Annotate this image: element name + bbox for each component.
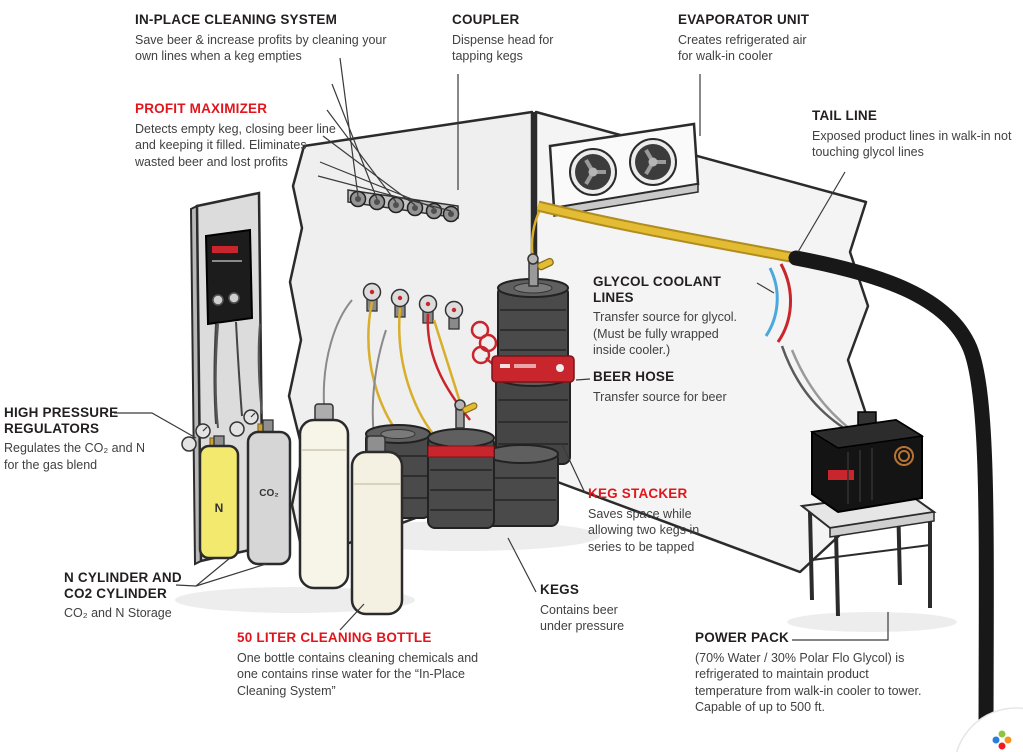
label-desc: Regulates the CO₂ and N for the gas blen… — [4, 441, 146, 472]
coupler-device — [454, 399, 478, 429]
label-glycol-coolant-lines: GLYCOL COOLANT LINES Transfer source for… — [593, 274, 753, 359]
label-title: BEER HOSE — [593, 369, 675, 384]
power-pack — [799, 411, 937, 617]
label-tail-line: TAIL LINE Exposed product lines in walk-… — [812, 108, 1017, 161]
power-pack-unit — [809, 411, 925, 514]
label-title: POWER PACK — [695, 630, 790, 645]
label-50-liter-cleaning-bottle: 50 LITER CLEANING BOTTLE One bottle cont… — [237, 630, 489, 699]
label-keg-stacker: KEG STACKER Saves space while allowing t… — [588, 486, 730, 555]
gas-cylinders: N CO₂ — [181, 403, 404, 616]
label-desc: Transfer source for glycol. (Must be ful… — [593, 310, 738, 358]
cleaning-bottles — [298, 403, 404, 616]
label-desc: Exposed product lines in walk-in not tou… — [812, 128, 1012, 160]
glycol-trunk-line — [536, 200, 863, 440]
label-title: KEGS — [540, 582, 580, 597]
co2-cylinder-label: CO₂ — [259, 488, 278, 499]
brand-logo — [955, 707, 1023, 752]
label-desc: Detects empty keg, closing beer line and… — [135, 121, 336, 169]
label-title: EVAPORATOR UNIT — [678, 12, 810, 27]
label-desc: CO₂ and N Storage — [64, 606, 172, 621]
evaporator-fan-icon — [629, 138, 677, 186]
label-kegs: KEGS Contains beer under pressure — [540, 582, 650, 635]
control-panel — [204, 228, 254, 425]
label-desc: Saves space while allowing two kegs in s… — [588, 506, 700, 554]
label-title: 50 LITER CLEANING BOTTLE — [237, 630, 432, 645]
label-title: COUPLER — [452, 12, 520, 27]
leader-lines — [114, 57, 889, 641]
label-desc: Creates refrigerated air for walk-in coo… — [678, 32, 807, 64]
label-desc: Transfer source for beer — [593, 389, 727, 404]
keg-stacker-device — [491, 355, 575, 383]
label-power-pack: POWER PACK (70% Water / 30% Polar Flo Gl… — [695, 630, 937, 716]
label-desc: One bottle contains cleaning chemicals a… — [237, 650, 479, 698]
label-title: IN-PLACE CLEANING SYSTEM — [135, 12, 338, 27]
insulated-trunk-hose — [788, 250, 994, 752]
label-desc: Save beer & increase profits by cleaning… — [135, 32, 387, 64]
label-title: PROFIT MAXIMIZER — [135, 101, 268, 116]
brand-pinwheel-icon — [992, 730, 1012, 750]
label-desc: Contains beer under pressure — [540, 602, 625, 634]
label-evaporator-unit: EVAPORATOR UNIT Creates refrigerated air… — [678, 12, 818, 65]
evaporator-unit — [548, 122, 700, 217]
label-title: GLYCOL COOLANT LINES — [593, 274, 722, 305]
label-profit-maximizer: PROFIT MAXIMIZER Detects empty keg, clos… — [135, 101, 340, 170]
label-coupler: COUPLER Dispense head for tapping kegs — [452, 12, 572, 65]
label-title: KEG STACKER — [588, 486, 688, 501]
label-desc: Dispense head for tapping kegs — [452, 32, 554, 64]
label-title: HIGH PRESSURE REGULATORS — [4, 405, 119, 436]
label-title: TAIL LINE — [812, 108, 878, 123]
label-desc: (70% Water / 30% Polar Flo Glycol) is re… — [695, 650, 922, 715]
label-title: N CYLINDER AND CO2 CYLINDER — [64, 570, 182, 601]
coupler-device — [527, 253, 554, 287]
label-in-place-cleaning-system: IN-PLACE CLEANING SYSTEM Save beer & inc… — [135, 12, 387, 65]
evaporator-fan-icon — [569, 148, 617, 196]
label-beer-hose: BEER HOSE Transfer source for beer — [593, 369, 768, 405]
label-high-pressure-regulators: HIGH PRESSURE REGULATORS Regulates the C… — [4, 405, 156, 473]
n-cylinder-label: N — [215, 501, 224, 515]
keg-stack — [491, 253, 575, 465]
label-n-co2-cylinder: N CYLINDER AND CO2 CYLINDER CO₂ and N St… — [64, 570, 196, 622]
